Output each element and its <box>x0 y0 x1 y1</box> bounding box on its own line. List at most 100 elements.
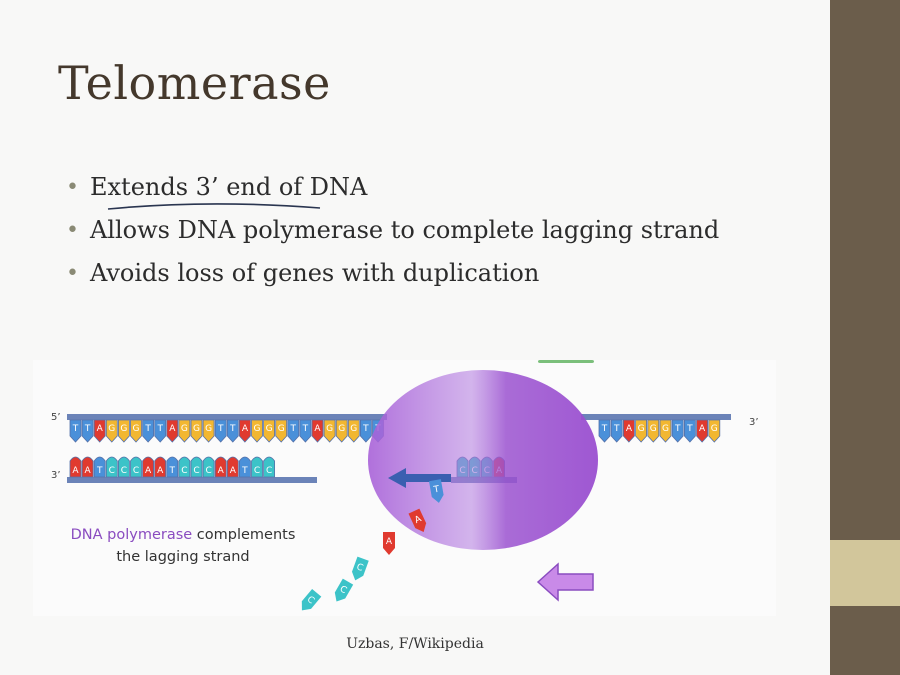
bottom-strand-base: C <box>190 456 203 478</box>
top-strand-right-base: T <box>671 419 684 443</box>
bullet-text: Allows DNA polymerase to complete laggin… <box>90 216 720 244</box>
top-strand-base: G <box>335 419 348 443</box>
top-strand-base: G <box>105 419 118 443</box>
top-strand-base: G <box>190 419 203 443</box>
bottom-strand-base: C <box>251 456 263 478</box>
top-strand-right-base: T <box>684 419 696 443</box>
svg-text:A: A <box>699 424 706 434</box>
free-nucleotide: C <box>351 556 369 581</box>
top-5prime-label: 5’ <box>51 412 61 423</box>
svg-text:G: G <box>638 424 645 434</box>
svg-text:T: T <box>674 424 681 434</box>
top-strand-base: G <box>202 419 215 443</box>
svg-text:T: T <box>156 424 163 434</box>
bottom-strand-base: T <box>166 456 179 478</box>
svg-text:C: C <box>338 584 348 596</box>
top-strand-right-base: G <box>647 419 660 443</box>
svg-text:A: A <box>169 424 176 434</box>
svg-text:T: T <box>96 466 103 476</box>
svg-text:T: T <box>362 424 369 434</box>
slide-title: Telomerase <box>58 56 331 110</box>
svg-text:C: C <box>109 466 115 476</box>
bullet-text: Extends 3’ end of DNA <box>90 173 368 201</box>
top-strand-base: A <box>166 419 179 443</box>
svg-text:A: A <box>145 466 152 476</box>
svg-text:T: T <box>601 424 608 434</box>
top-backbone-right <box>581 414 731 420</box>
bottom-strand-base: C <box>130 456 142 478</box>
top-strand-right-base: G <box>708 419 721 443</box>
bottom-strand-base: A <box>142 456 154 478</box>
svg-text:T: T <box>241 466 248 476</box>
svg-text:T: T <box>217 424 224 434</box>
bottom-strand-base: A <box>214 456 227 478</box>
svg-text:C: C <box>181 466 187 476</box>
svg-text:A: A <box>230 466 237 476</box>
caption-text: complements <box>192 527 296 543</box>
top-strand-right-base: T <box>610 419 623 443</box>
svg-text:A: A <box>626 424 633 434</box>
svg-text:G: G <box>326 424 333 434</box>
top-strand-right-base: A <box>696 419 708 443</box>
top-3prime-label: 3’ <box>749 417 759 428</box>
top-strand-base: G <box>178 419 191 443</box>
top-strand-base: G <box>347 419 360 443</box>
top-strand-base: A <box>239 419 251 443</box>
top-strand-right-base: T <box>598 419 611 443</box>
free-nucleotide: C <box>334 578 354 602</box>
top-strand-base: G <box>275 419 288 443</box>
bottom-strand-base: C <box>105 456 118 478</box>
top-strand-right-base: G <box>659 419 672 443</box>
bullet-list: •Extends 3’ end of DNA •Allows DNA polym… <box>66 166 719 295</box>
svg-text:A: A <box>85 466 92 476</box>
free-nucleotide: C <box>301 588 322 611</box>
top-strand-base: G <box>118 419 130 443</box>
svg-text:T: T <box>290 424 297 434</box>
top-strand-base: T <box>299 419 312 443</box>
image-credit: Uzbas, F/Wikipedia <box>346 636 484 652</box>
top-strand-base: T <box>287 419 300 443</box>
svg-text:G: G <box>662 424 669 434</box>
svg-text:A: A <box>97 424 104 434</box>
svg-text:C: C <box>254 466 260 476</box>
top-strand-base: T <box>226 419 239 443</box>
svg-text:A: A <box>72 466 79 476</box>
bottom-3prime-label: 3’ <box>51 470 61 481</box>
top-strand-base: T <box>154 419 167 443</box>
green-marker <box>538 360 594 363</box>
top-strand-base: T <box>69 419 82 443</box>
bottom-strand-base: A <box>69 456 82 478</box>
free-nucleotide: A <box>408 508 427 532</box>
svg-text:T: T <box>229 424 236 434</box>
figure-caption: DNA polymerase complements the lagging s… <box>48 524 318 568</box>
top-strand-base: T <box>81 419 94 443</box>
top-strand-base: T <box>360 419 372 443</box>
movement-arrow-icon <box>536 562 594 602</box>
top-strand-base: T <box>214 419 227 443</box>
svg-text:G: G <box>650 424 657 434</box>
caption-line2: the lagging strand <box>116 549 250 565</box>
sidebar-band <box>830 540 900 606</box>
top-backbone <box>67 414 387 420</box>
bottom-strand-base: T <box>239 456 251 478</box>
svg-text:G: G <box>338 424 345 434</box>
bottom-strand-base: A <box>226 456 239 478</box>
svg-text:T: T <box>169 466 176 476</box>
svg-text:T: T <box>432 485 441 496</box>
svg-text:C: C <box>205 466 211 476</box>
top-strand-base: A <box>311 419 324 443</box>
bullet-dot-icon: • <box>66 218 79 243</box>
svg-text:G: G <box>108 424 115 434</box>
bottom-backbone <box>67 477 317 483</box>
svg-text:C: C <box>133 466 139 476</box>
top-strand-base: G <box>251 419 263 443</box>
svg-text:T: T <box>144 424 151 434</box>
bottom-strand-base: C <box>263 456 275 478</box>
top-strand-base: G <box>263 419 275 443</box>
direction-arrow-icon <box>388 468 451 488</box>
svg-text:G: G <box>181 424 188 434</box>
slide-sidebar <box>830 0 900 675</box>
free-nucleotide: T <box>429 479 444 503</box>
slide: Telomerase •Extends 3’ end of DNA •Allow… <box>48 56 759 652</box>
svg-text:T: T <box>613 424 620 434</box>
